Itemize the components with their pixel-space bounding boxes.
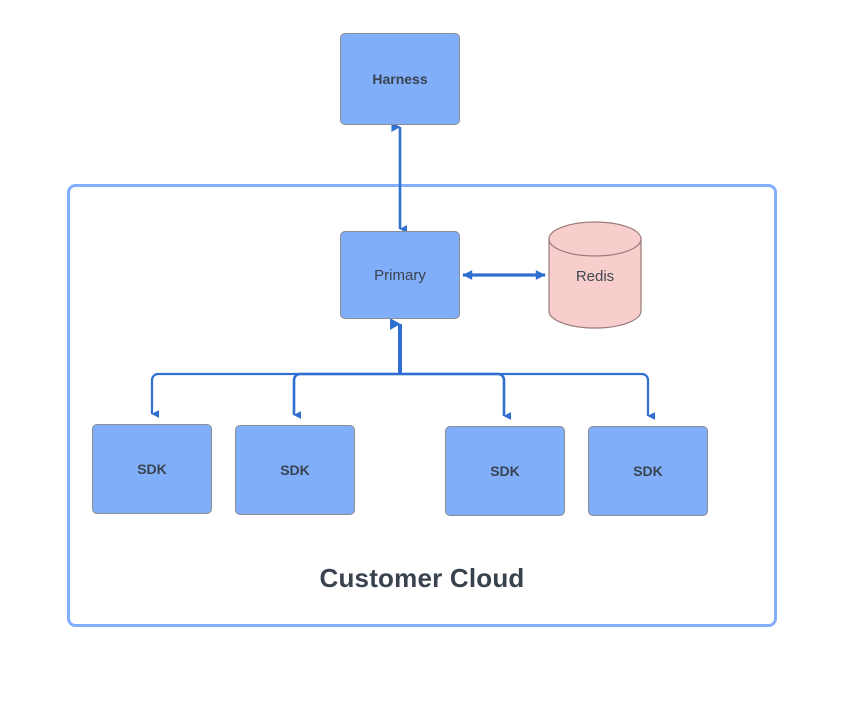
node-harness-label: Harness xyxy=(372,71,428,87)
edge-bus-sdk-2 xyxy=(292,372,400,419)
node-harness[interactable]: Harness xyxy=(340,33,460,125)
customer-cloud-title: Customer Cloud xyxy=(319,563,525,593)
node-sdk-2-label: SDK xyxy=(280,462,310,478)
customer-cloud-container xyxy=(67,184,777,627)
edge-bus-sdk-3 xyxy=(400,372,511,420)
node-sdk-1[interactable]: SDK xyxy=(92,424,212,514)
edge-bus-sdk-1 xyxy=(150,372,400,418)
node-sdk-4[interactable]: SDK xyxy=(588,426,708,516)
node-sdk-1-label: SDK xyxy=(137,461,167,477)
node-sdk-3-label: SDK xyxy=(490,463,520,479)
node-sdk-3[interactable]: SDK xyxy=(445,426,565,516)
node-primary[interactable]: Primary xyxy=(340,231,460,319)
node-sdk-2[interactable]: SDK xyxy=(235,425,355,515)
edge-bus-sdk-4 xyxy=(400,372,655,420)
node-sdk-4-label: SDK xyxy=(633,463,663,479)
redis-cylinder xyxy=(548,221,642,329)
node-primary-label: Primary xyxy=(374,266,426,284)
